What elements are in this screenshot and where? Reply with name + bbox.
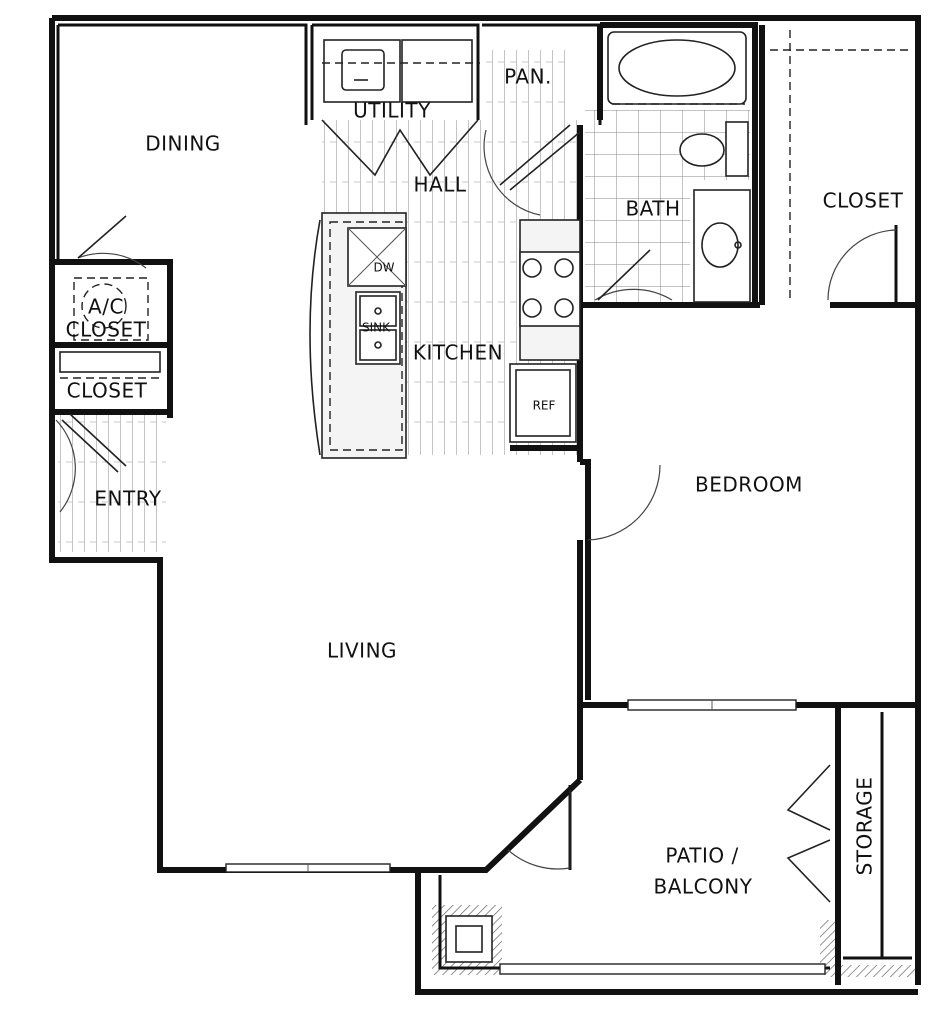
label-refrigerator: REF [533, 399, 556, 413]
bedroom-door [587, 464, 661, 541]
entry-floor [58, 412, 166, 552]
utility-bifold-doors [321, 119, 479, 177]
bath-door [594, 249, 673, 301]
room-labels: DINING UTILITY PAN. HALL BATH CLOSET A/C… [66, 65, 904, 899]
label-pantry: PAN. [504, 65, 552, 89]
ac-closet-unit [73, 277, 149, 341]
pantry-floor [486, 50, 566, 125]
patio-column [445, 915, 493, 963]
entry-door [55, 413, 127, 513]
label-living: LIVING [327, 639, 397, 663]
label-ac-closet: CLOSET [66, 318, 147, 342]
patio-rail [499, 963, 826, 975]
label-bedroom: BEDROOM [695, 473, 803, 497]
label-patio-line2: BALCONY [654, 875, 753, 899]
label-dining: DINING [145, 132, 221, 156]
kitchen-counter-left [309, 212, 407, 459]
entry-closet-shelf [59, 351, 161, 379]
vanity [693, 189, 751, 303]
label-ac: A/C [88, 295, 124, 319]
pantry-door [483, 124, 581, 216]
label-dishwasher: DW [373, 261, 394, 275]
ac-closet-door [77, 215, 147, 269]
label-patio-line1: PATIO / [665, 844, 738, 868]
windows [225, 699, 826, 975]
label-utility: UTILITY [353, 99, 431, 123]
label-kitchen: KITCHEN [413, 341, 503, 365]
closet-door [770, 30, 912, 301]
label-hall: HALL [413, 173, 466, 197]
toilet [679, 121, 749, 177]
washer-dryer [322, 39, 480, 103]
label-entry: ENTRY [94, 487, 161, 511]
flooring [58, 50, 921, 977]
hatch-bottom-right [826, 965, 921, 977]
label-storage: STORAGE [853, 777, 877, 876]
patio-door [507, 790, 571, 870]
label-closet-bedroom: CLOSET [823, 189, 904, 213]
kitchen-counter-right [509, 219, 581, 443]
bathtub [607, 31, 747, 105]
label-entry-closet: CLOSET [67, 379, 148, 403]
exterior-walls [49, 15, 921, 995]
hatch-corner-right [820, 920, 838, 975]
label-sink: SINK [362, 321, 391, 335]
label-bath: BATH [625, 197, 680, 221]
storage-bifold-doors [786, 764, 831, 903]
